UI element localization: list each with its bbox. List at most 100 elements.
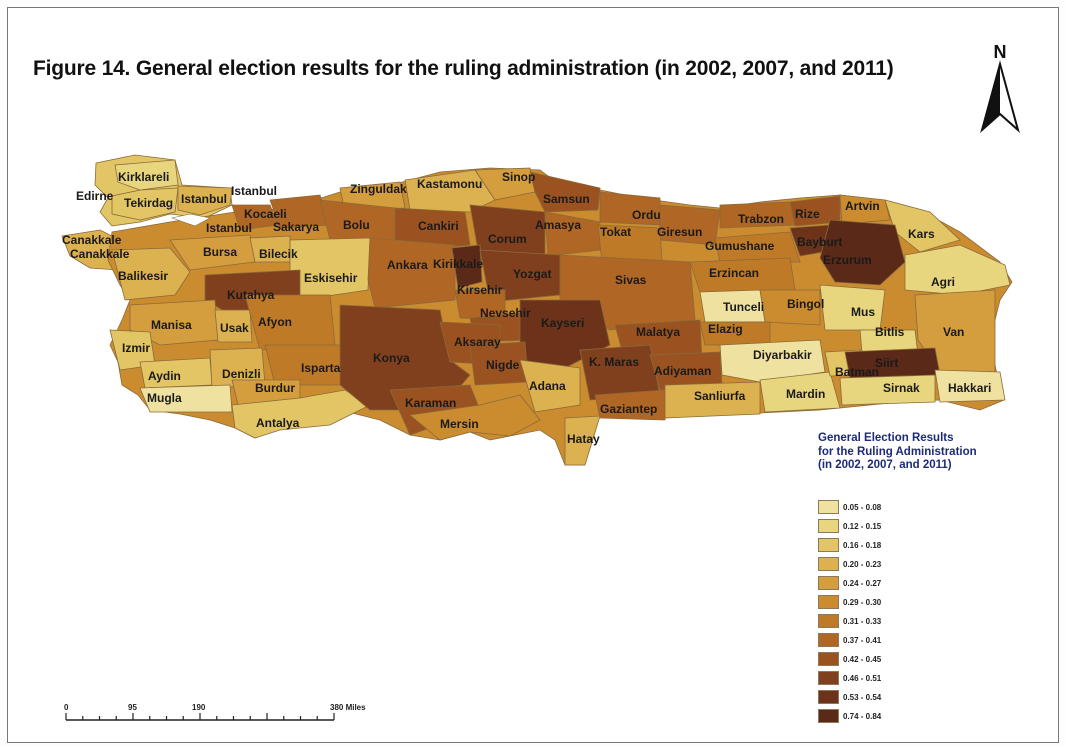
label-rize: Rize (795, 207, 820, 221)
label-trabzon: Trabzon (738, 212, 784, 226)
label-tokat: Tokat (600, 225, 631, 239)
label-bingol: Bingol (787, 297, 824, 311)
label-konya: Konya (373, 351, 410, 365)
label-izmir: Izmir (122, 341, 150, 355)
legend-item: 0.46 - 0.51 (818, 670, 881, 686)
province-antalya (231, 389, 371, 439)
label-balikesir: Balikesir (118, 269, 168, 283)
province-labels: Kirklareli Edirne Tekirdag Istanbul Ista… (62, 170, 991, 446)
province-artvin (839, 194, 891, 225)
province-balikesir (111, 247, 191, 301)
label-van: Van (943, 325, 964, 339)
province-kocaeli (231, 204, 279, 231)
province-mardin (759, 371, 841, 413)
label-edirne: Edirne (76, 189, 114, 203)
legend-item: 0.16 - 0.18 (818, 537, 881, 553)
label-amasya: Amasya (535, 218, 581, 232)
label-bayburt: Bayburt (797, 235, 842, 249)
label-kirikkale: Kirikkale (433, 257, 483, 271)
legend-label: 0.74 - 0.84 (843, 711, 882, 721)
label-bursa: Bursa (203, 245, 237, 259)
legend-label: 0.05 - 0.08 (843, 502, 882, 512)
legend-item: 0.12 - 0.15 (818, 518, 881, 534)
label-ordu: Ordu (632, 208, 661, 222)
label-zonguldak: Zinguldak (350, 182, 407, 196)
legend-swatch (818, 633, 839, 647)
legend-item: 0.24 - 0.27 (818, 575, 881, 591)
label-cankiri: Cankiri (418, 219, 459, 233)
legend-item: 0.53 - 0.54 (818, 689, 881, 705)
label-gumushane: Gumushane (705, 239, 775, 253)
label-nigde: Nigde (486, 358, 520, 372)
label-mus: Mus (851, 305, 875, 319)
label-erzurum: Erzurum (823, 253, 872, 267)
label-gaziantep: Gaziantep (600, 402, 657, 416)
north-arrow-icon (980, 60, 1020, 133)
label-samsun: Samsun (543, 192, 590, 206)
label-kmaras: K. Maras (589, 355, 639, 369)
legend-label: 0.37 - 0.41 (843, 635, 882, 645)
label-kocaeli: Kocaeli (244, 207, 287, 221)
legend-swatch (818, 500, 839, 514)
label-usak: Usak (220, 321, 249, 335)
label-aksaray: Aksaray (454, 335, 501, 349)
label-siirt: Siirt (875, 356, 898, 370)
legend-label: 0.16 - 0.18 (843, 540, 882, 550)
label-hakkari: Hakkari (948, 381, 991, 395)
label-adana: Adana (529, 379, 566, 393)
label-istanbul-1: Istanbul (181, 192, 227, 206)
province-usak (214, 309, 253, 343)
province-gumushane (714, 231, 801, 263)
label-sirnak: Sirnak (883, 381, 920, 395)
province-istanbul (177, 185, 233, 216)
legend-label: 0.29 - 0.30 (843, 597, 882, 607)
label-diyarbakir: Diyarbakir (753, 348, 812, 362)
legend-item: 0.29 - 0.30 (818, 594, 881, 610)
legend-item: 0.05 - 0.08 (818, 499, 881, 515)
legend-swatch (818, 538, 839, 552)
province-agri (904, 244, 1011, 296)
province-fills (109, 159, 1011, 466)
north-letter: N (993, 42, 1007, 62)
label-hatay: Hatay (567, 432, 600, 446)
province-ankara (367, 237, 456, 309)
province-kirikkale (451, 244, 483, 289)
label-kirklareli: Kirklareli (118, 170, 169, 184)
label-aydin: Aydin (148, 369, 181, 383)
legend-label: 0.53 - 0.54 (843, 692, 882, 702)
label-kars: Kars (908, 227, 935, 241)
label-manisa: Manisa (151, 318, 192, 332)
label-elazig: Elazig (708, 322, 743, 336)
label-sanliurfa: Sanliurfa (694, 389, 746, 403)
legend-item: 0.42 - 0.45 (818, 651, 881, 667)
label-sinop: Sinop (502, 170, 535, 184)
province-erzurum (819, 219, 906, 286)
province-mugla (139, 384, 233, 413)
label-afyon: Afyon (258, 315, 292, 329)
legend-swatch (818, 690, 839, 704)
label-mugla: Mugla (147, 391, 182, 405)
legend-swatch (818, 671, 839, 685)
province-bingol (759, 289, 821, 326)
province-sirnak (839, 374, 936, 406)
label-tekirdag: Tekirdag (124, 196, 173, 210)
label-agri: Agri (931, 275, 955, 289)
legend-label: 0.24 - 0.27 (843, 578, 882, 588)
label-artvin: Artvin (845, 199, 880, 213)
label-mardin: Mardin (786, 387, 825, 401)
label-antalya: Antalya (256, 416, 300, 430)
legend-title-line: (in 2002, 2007, and 2011) (818, 459, 952, 471)
label-tunceli: Tunceli (723, 300, 764, 314)
label-karaman: Karaman (405, 396, 456, 410)
legend-label: 0.20 - 0.23 (843, 559, 882, 569)
label-adiyaman: Adiyaman (654, 364, 711, 378)
legend-swatch (818, 595, 839, 609)
label-corum: Corum (488, 232, 527, 246)
label-yozgat: Yozgat (513, 267, 551, 281)
label-kutahya: Kutahya (227, 288, 275, 302)
legend-item: 0.74 - 0.84 (818, 708, 881, 724)
province-eskisehir (289, 237, 371, 301)
label-kayseri: Kayseri (541, 316, 584, 330)
province-manisa (129, 299, 219, 346)
